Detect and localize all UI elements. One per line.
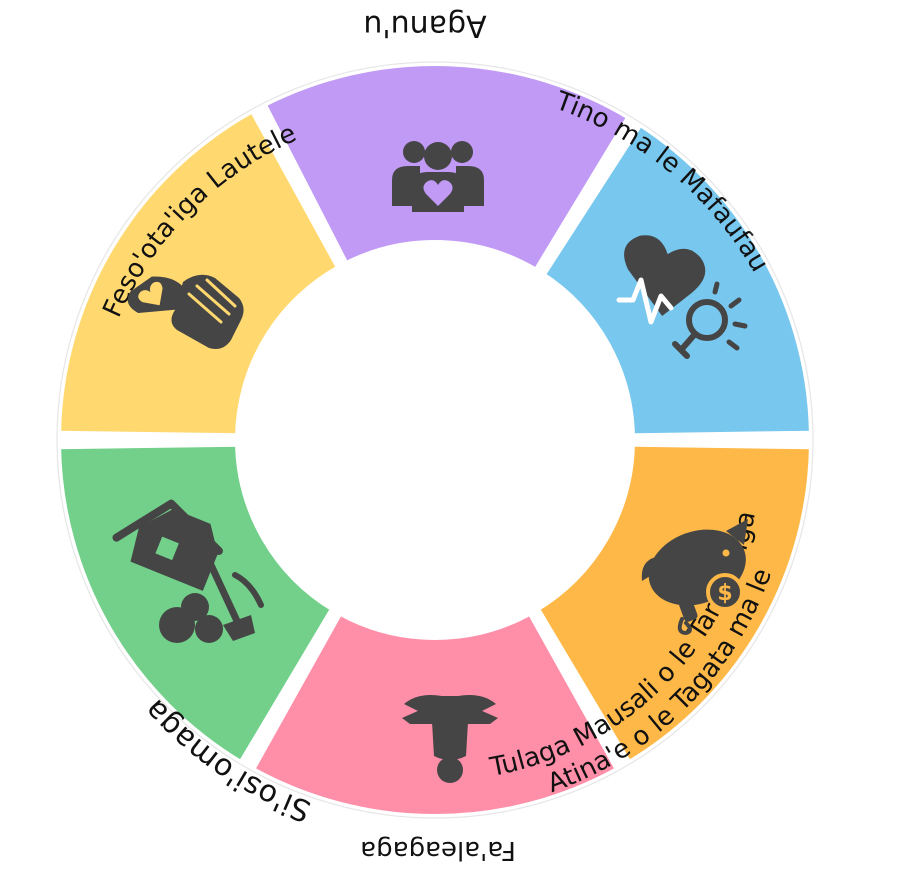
family-heart-icon: [392, 141, 484, 212]
praying-person-icon: [402, 695, 498, 783]
outer-rim: [56, 61, 814, 819]
center-circle: [239, 244, 631, 636]
label-faaleagaga: Fa'aleagaga: [360, 835, 516, 865]
helping-hand-icon: [127, 274, 244, 349]
label-aganu: Aganu'u: [363, 8, 486, 43]
house-tree-icon: [112, 499, 264, 643]
piggy-bank-icon: $: [641, 519, 748, 635]
svg-text:$: $: [717, 581, 732, 606]
heart-lightbulb-icon: [616, 235, 748, 359]
